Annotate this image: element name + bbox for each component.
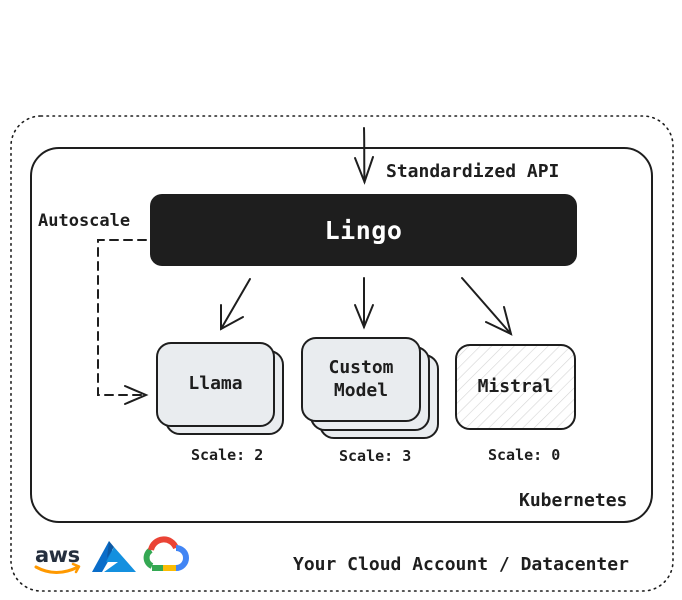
custom-model-scale-label: Scale: 3: [339, 447, 412, 465]
autoscale-label: Autoscale: [38, 211, 131, 231]
llama-model-label: Llama: [157, 343, 274, 426]
route-arrow-llama: [220, 278, 251, 331]
azure-logo: [92, 541, 136, 572]
mistral-model-label: Mistral: [456, 345, 575, 429]
llama-name-line: Llama: [188, 373, 243, 395]
aws-logo: aws: [34, 543, 81, 574]
cloud-account-label: Your Cloud Account / Datacenter: [293, 554, 629, 575]
api-arrow: [354, 127, 374, 185]
kubernetes-boundary: [30, 147, 653, 523]
route-arrow-custom-model: [354, 277, 374, 330]
mistral-scale-label: Scale: 0: [488, 446, 561, 464]
datacenter-boundary: [10, 115, 674, 592]
lingo-router-label: Lingo: [324, 215, 403, 245]
llama-replica-1: [156, 342, 275, 427]
llama-scale-label: Scale: 2: [191, 446, 264, 464]
llama-model-stack: [156, 342, 284, 435]
standardized-api-label: Standardized API: [386, 161, 560, 182]
mistral-name-line: Mistral: [477, 375, 554, 397]
mistral-model-box: [455, 344, 576, 430]
custom-model-name-line-1: Custom: [328, 357, 394, 378]
google-cloud-logo: [143, 536, 189, 571]
autoscale-arrow: [97, 239, 149, 405]
route-arrow-mistral: [461, 277, 513, 336]
custom-model-stack: [301, 337, 439, 439]
kubernetes-label: Kubernetes: [519, 490, 628, 511]
lingo-router-box: [150, 194, 577, 266]
custom-model-label: Custom Model: [302, 338, 420, 421]
custom-model-replica-1: [301, 337, 421, 422]
custom-model-name-line-2: Model: [333, 379, 389, 401]
